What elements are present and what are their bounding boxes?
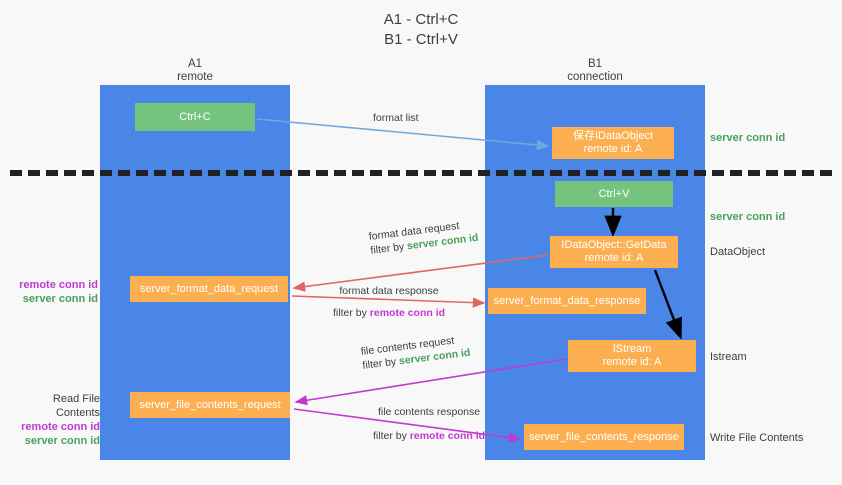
filter-prefix: filter by xyxy=(333,307,370,319)
edge-label-file-contents-response-text: file contents response xyxy=(377,406,481,418)
dashed-divider xyxy=(10,170,832,176)
annotation-server-conn-id: server conn id xyxy=(22,293,98,305)
node-istream-line2: remote id: A xyxy=(602,356,662,368)
annotation-server-conn-id: server conn id xyxy=(24,435,100,447)
lane-header-b1: B1 connection xyxy=(485,58,705,84)
edge-label-format-list: format list xyxy=(373,111,419,125)
edge-label-format-data-response-filter: filter by remote conn id xyxy=(333,306,445,320)
edge-label-format-data-response-text: format data response xyxy=(339,285,439,297)
edge-label-file-contents-response-filter: filter by remote conn id xyxy=(373,429,485,443)
node-save-idataobject[interactable]: 保存IDataObject remote id: A xyxy=(552,127,674,159)
annotation-remote-conn-id: remote conn id xyxy=(19,279,98,291)
edge-label-format-data-response: format data response filter by remote co… xyxy=(333,284,445,320)
node-server-format-data-response[interactable]: server_format_data_response xyxy=(488,288,646,314)
lane-a1-name: A1 xyxy=(187,58,203,70)
node-ctrl-c-label: Ctrl+C xyxy=(179,110,211,123)
annotation-read-file-contents: Read File Contents xyxy=(52,393,100,419)
annotation-dataobject: DataObject xyxy=(710,246,766,258)
node-server-format-data-request-label: server_format_data_request xyxy=(139,282,279,295)
node-server-format-data-response-label: server_format_data_response xyxy=(493,294,641,307)
node-server-file-contents-response-label: server_file_contents_response xyxy=(529,430,679,443)
title-line-2: B1 - Ctrl+V xyxy=(384,31,458,48)
node-getdata-line2: remote id: A xyxy=(584,252,644,264)
lane-header-a1: A1 remote xyxy=(100,58,290,84)
node-server-format-data-request[interactable]: server_format_data_request xyxy=(130,276,288,302)
annotation-server-conn-id-mid: server conn id xyxy=(710,211,786,223)
lane-a1-role: remote xyxy=(177,71,213,83)
edge-format-data-response xyxy=(291,295,486,308)
annotation-istream: Istream xyxy=(710,351,747,363)
lane-b1-name: B1 xyxy=(587,58,603,70)
page-title: A1 - Ctrl+C B1 - Ctrl+V xyxy=(0,10,842,50)
node-save-idataobject-line1: 保存IDataObject xyxy=(572,130,654,142)
annotation-write-file-contents: Write File Contents xyxy=(710,432,804,444)
node-ctrl-c[interactable]: Ctrl+C xyxy=(135,103,255,131)
filter-key-remote-conn-id: remote conn id xyxy=(409,430,486,442)
annotation-server-conn-id-top: server conn id xyxy=(710,132,786,144)
node-idataobject-getdata[interactable]: IDataObject::GetData remote id: A xyxy=(550,236,678,268)
node-server-file-contents-request[interactable]: server_file_contents_request xyxy=(130,392,290,418)
edge-format-list xyxy=(256,118,550,151)
node-server-file-contents-request-label: server_file_contents_request xyxy=(139,398,281,411)
edge-format-data-request xyxy=(292,254,549,292)
node-ctrl-v-label: Ctrl+V xyxy=(598,187,630,200)
edge-label-file-contents-response: file contents response filter by remote … xyxy=(373,405,485,443)
annotation-conn-ids-upper: remote conn id server conn id xyxy=(8,278,98,306)
edge-file-contents-response xyxy=(293,408,522,443)
node-save-idataobject-line2: remote id: A xyxy=(583,143,643,155)
annotation-remote-conn-id: remote conn id xyxy=(21,421,100,433)
node-istream-line1: IStream xyxy=(612,343,652,355)
node-istream[interactable]: IStream remote id: A xyxy=(568,340,696,372)
node-getdata-line1: IDataObject::GetData xyxy=(561,239,667,251)
edge-getdata-to-istream xyxy=(653,269,682,340)
annotation-read-file-contents-group: Read File Contents remote conn id server… xyxy=(8,392,100,448)
lane-b1-role: connection xyxy=(567,71,623,83)
node-server-file-contents-response[interactable]: server_file_contents_response xyxy=(524,424,684,450)
edge-file-contents-request xyxy=(294,358,567,406)
edge-label-format-list-text: format list xyxy=(373,112,419,124)
filter-prefix: filter by xyxy=(373,430,410,442)
title-line-1: A1 - Ctrl+C xyxy=(383,11,459,28)
filter-key-remote-conn-id: remote conn id xyxy=(369,307,446,319)
node-ctrl-v[interactable]: Ctrl+V xyxy=(555,181,673,207)
